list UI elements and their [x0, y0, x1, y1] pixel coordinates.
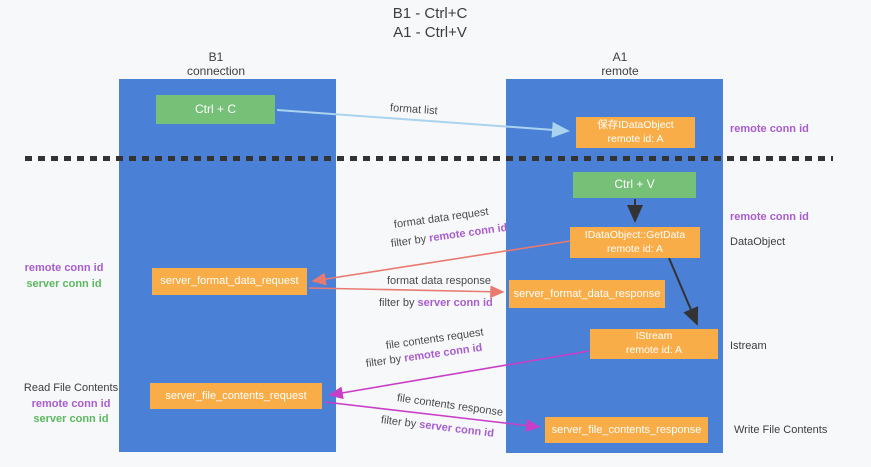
label-left-remote-conn-id-2: remote conn id: [31, 397, 111, 410]
node-server-file-contents-request: server_file_contents_request: [150, 383, 322, 409]
left-label-group-file: Read File Contents remote conn id server…: [0, 381, 142, 428]
label-dataobject: DataObject: [730, 236, 786, 248]
filter-server-conn-id-1: server conn id: [417, 297, 493, 309]
filter-by-text-3: filter by: [365, 353, 402, 370]
filter-by-text-4: filter by: [380, 414, 417, 431]
filter-by-text-1: filter by: [390, 233, 427, 250]
node-istream-line1: IStream: [635, 330, 673, 343]
label-remote-conn-id-top: remote conn id: [730, 123, 809, 135]
node-istream: IStream remote id: A: [590, 329, 718, 359]
node-ctrl-v: Ctrl + V: [573, 172, 696, 198]
node-server-format-data-response-label: server_format_data_response: [513, 287, 661, 300]
lane-a1-title: A1: [612, 50, 628, 64]
lane-b1-subtitle: connection: [186, 64, 246, 79]
node-idataobject-getdata: IDataObject::GetData remote id: A: [570, 227, 700, 258]
edge-label-format-list: format list: [389, 102, 438, 118]
title-line-2: A1 - Ctrl+V: [393, 23, 467, 41]
node-getdata-line1: IDataObject::GetData: [584, 228, 686, 241]
left-label-group-format: remote conn id server conn id: [0, 261, 128, 292]
edge-label-filter-server-2: filter by server conn id: [380, 414, 494, 440]
dashed-separator-line: [25, 156, 833, 161]
node-save-idataobject-line2: remote id: A: [607, 132, 664, 145]
node-server-format-data-response: server_format_data_response: [509, 280, 665, 308]
lane-a1-subtitle: remote: [601, 64, 639, 79]
label-remote-conn-id-mid: remote conn id: [730, 211, 809, 223]
arrow-format-data-response: [308, 285, 505, 299]
node-save-idataobject-line1: 保存IDataObject: [597, 118, 674, 131]
lane-header-a1: A1 remote: [560, 50, 680, 79]
lane-header-b1: B1 connection: [156, 50, 276, 79]
filter-server-conn-id-2: server conn id: [418, 418, 495, 440]
label-left-remote-conn-id-1: remote conn id: [24, 262, 104, 274]
filter-remote-conn-id-1: remote conn id: [428, 221, 509, 245]
node-server-file-contents-request-label: server_file_contents_request: [165, 389, 307, 402]
label-istream: Istream: [730, 340, 767, 352]
node-save-idataobject: 保存IDataObject remote id: A: [576, 117, 695, 148]
lane-b1-title: B1: [208, 50, 224, 64]
node-server-format-data-request-label: server_format_data_request: [160, 275, 299, 288]
label-read-file-contents: Read File Contents: [23, 382, 119, 394]
node-server-file-contents-response-label: server_file_contents_response: [551, 423, 702, 436]
edge-label-format-data-response: format data response: [387, 275, 491, 287]
node-server-file-contents-response: server_file_contents_response: [545, 417, 708, 443]
label-left-server-conn-id-1: server conn id: [26, 277, 102, 290]
node-getdata-line2: remote id: A: [606, 242, 664, 255]
node-istream-line2: remote id: A: [625, 344, 683, 356]
label-write-file-contents: Write File Contents: [734, 424, 828, 436]
filter-by-text-2: filter by: [379, 297, 415, 309]
edge-label-file-contents-response: file contents response: [396, 392, 504, 419]
diagram-title: B1 - Ctrl+C A1 - Ctrl+V: [0, 5, 860, 43]
title-line-1: B1 - Ctrl+C: [392, 5, 468, 22]
node-ctrl-v-label: Ctrl + V: [614, 177, 655, 192]
node-server-format-data-request: server_format_data_request: [152, 268, 307, 295]
node-ctrl-c: Ctrl + C: [156, 95, 275, 124]
node-ctrl-c-label: Ctrl + C: [194, 101, 236, 116]
label-left-server-conn-id-2: server conn id: [33, 413, 109, 425]
edge-label-filter-server-1: filter by server conn id: [379, 297, 493, 309]
